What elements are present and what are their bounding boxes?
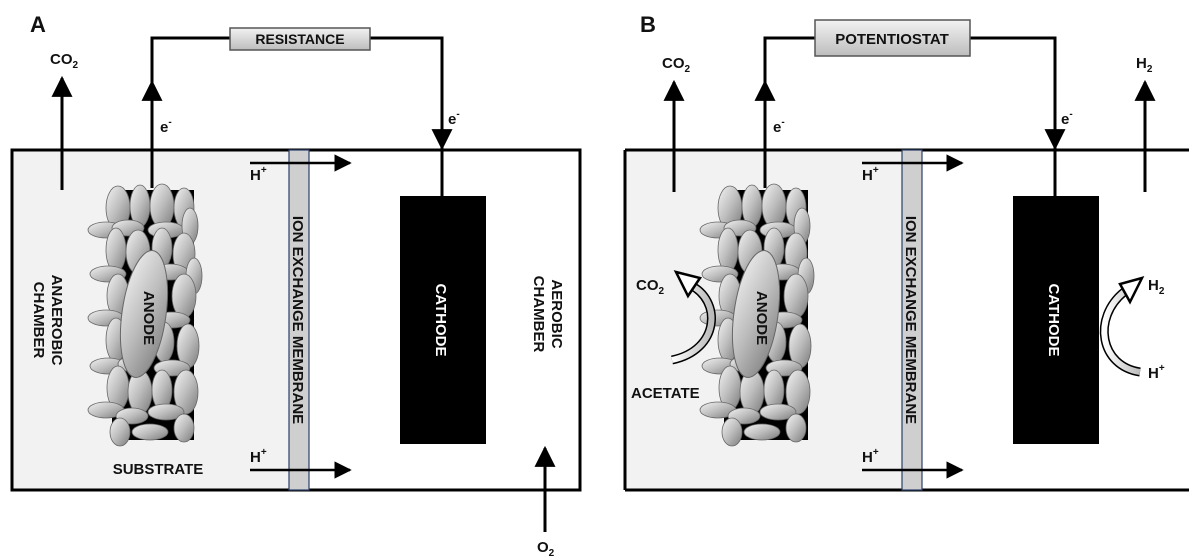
bacteria-cell-icon <box>131 423 169 441</box>
proton-label-bottom: H+ <box>250 447 267 466</box>
panel-a: A RESISTANCE CO2 e- e- ANODE ION EXCHANG… <box>10 12 582 559</box>
proton-label-top: H+ <box>250 165 267 184</box>
bacteria-cell-icon <box>785 413 807 443</box>
proton-label-bottom: H+ <box>862 447 879 466</box>
bacteria-cell-icon <box>731 250 781 378</box>
cathode-electrode <box>400 196 486 444</box>
cathode-label: CATHODE <box>1045 283 1062 356</box>
bacteria-cell-icon <box>721 417 743 447</box>
bacteria-cell-icon <box>105 227 127 273</box>
electron-label-anode: e- <box>160 117 172 136</box>
bacteria-cell-icon <box>149 183 175 229</box>
panel-b: B POTENTIOSTAT CO2 H2 e- e- ANODE CO2 AC… <box>623 12 1189 492</box>
bacteria-cell-icon <box>171 273 197 319</box>
bacteria-cell-icon <box>109 417 131 447</box>
hydrogen-evolution-arrow-fill <box>1101 289 1141 375</box>
anaerobic-chamber-label-2: CHAMBER <box>30 282 47 359</box>
o2-label: O2 <box>537 539 555 559</box>
hydrogen-evolution-arrowhead <box>1118 276 1145 305</box>
bacteria-cluster <box>699 183 815 447</box>
ion-exchange-membrane <box>288 149 310 491</box>
co2-label: CO2 <box>662 55 691 75</box>
bacteria-cell-icon <box>119 250 169 378</box>
bacteria-cell-icon <box>743 423 781 441</box>
potentiostat-label: POTENTIOSTAT <box>835 31 949 48</box>
substrate-label: SUBSTRATE <box>113 461 204 478</box>
proton-label-top: H+ <box>862 165 879 184</box>
electron-label-anode: e- <box>773 117 785 136</box>
bacteria-cell-icon <box>759 403 797 421</box>
membrane-label: ION EXCHANGE MEMBRANE <box>289 216 306 424</box>
electron-label-cathode: e- <box>1061 109 1073 128</box>
ion-exchange-membrane <box>901 149 923 491</box>
cathode-hplus-label: H+ <box>1148 363 1165 382</box>
co2-label: CO2 <box>50 51 79 71</box>
panel-letter: A <box>30 12 46 37</box>
bacteria-cell-icon <box>147 403 185 421</box>
panel-letter: B <box>640 12 656 37</box>
bacteria-cell-icon <box>761 183 787 229</box>
resistance-label: RESISTANCE <box>255 31 344 47</box>
potentiostat-box <box>814 19 971 57</box>
bacteria-cell-icon <box>783 273 809 319</box>
h2-label: H2 <box>1136 55 1153 75</box>
anode-co2-label: CO2 <box>636 277 665 297</box>
membrane-label: ION EXCHANGE MEMBRANE <box>902 216 919 424</box>
acetate-oxidation-arrowhead <box>673 270 703 299</box>
aerobic-chamber-label-2: CHAMBER <box>530 276 547 353</box>
aerobic-chamber-label: AEROBIC <box>548 279 565 348</box>
bacteria-cluster <box>87 183 203 447</box>
acetate-oxidation-arrow-fill <box>671 282 715 363</box>
anode-label: ANODE <box>753 291 770 345</box>
cathode-label: CATHODE <box>432 283 449 356</box>
bacteria-cell-icon <box>173 413 195 443</box>
anaerobic-chamber-label: ANAEROBIC <box>48 275 65 366</box>
resistance-box <box>229 27 371 51</box>
cathode-h2-label: H2 <box>1148 277 1165 297</box>
electron-label-cathode: e- <box>448 109 460 128</box>
acetate-label: ACETATE <box>631 385 700 402</box>
anode-label: ANODE <box>140 291 157 345</box>
bacteria-cell-icon <box>717 227 739 273</box>
cathode-electrode <box>1013 196 1099 444</box>
